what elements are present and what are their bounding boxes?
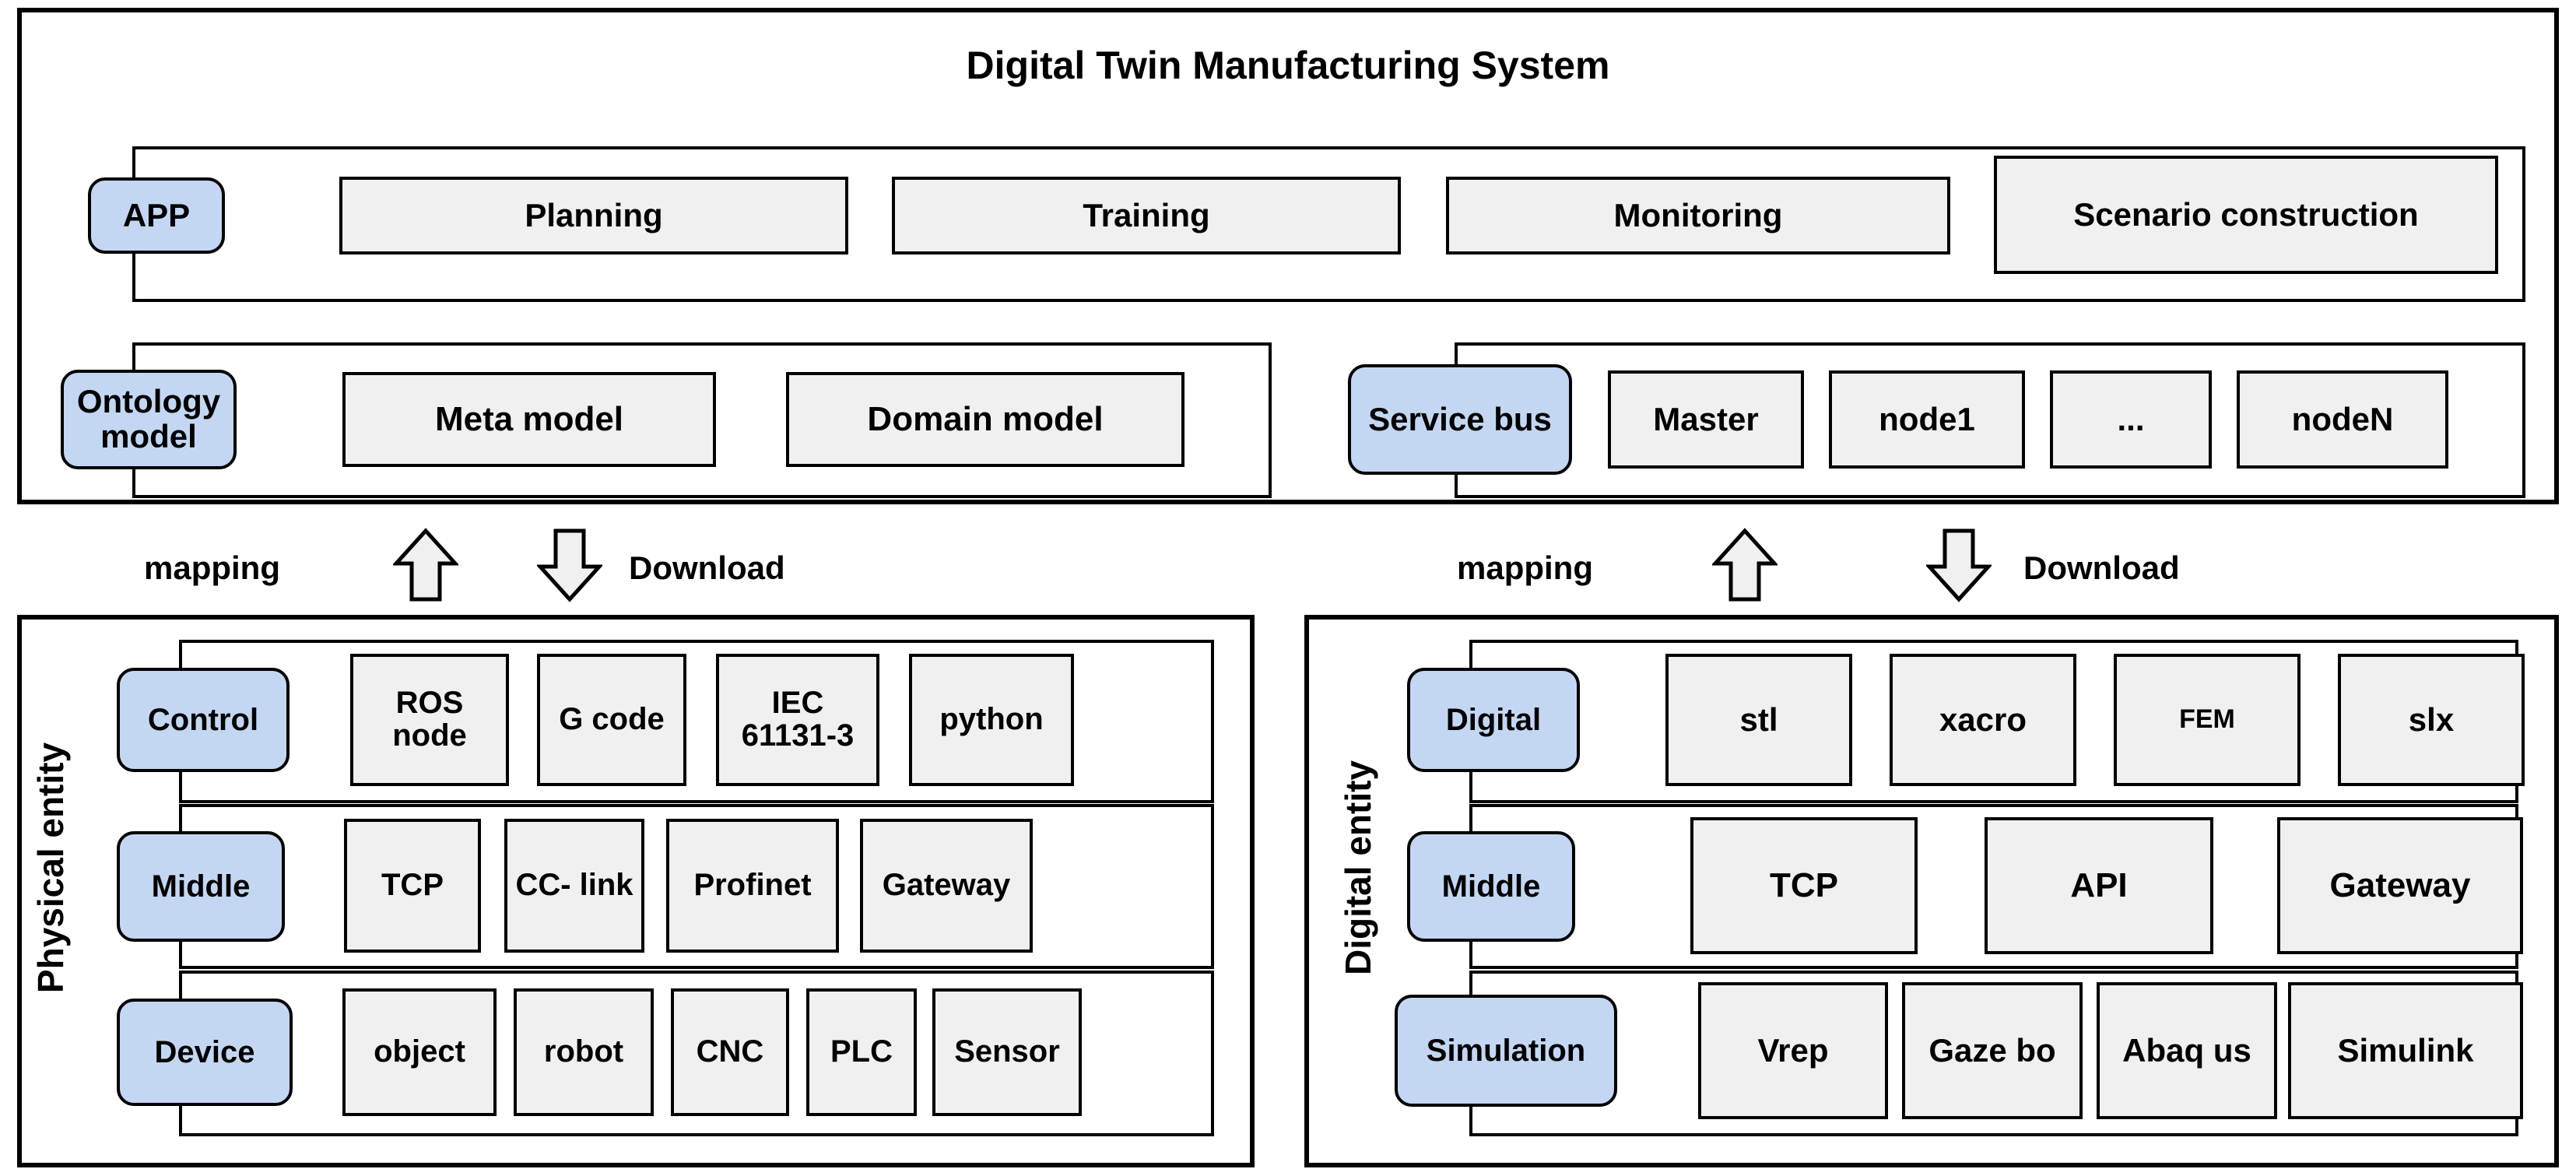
node-plc[interactable]: PLC [806, 988, 917, 1116]
tag-middle-physical[interactable]: Middle [117, 831, 285, 942]
node-ellipsis: ... [2050, 370, 2212, 469]
tag-app[interactable]: APP [88, 177, 225, 254]
tag-simulation[interactable]: Simulation [1395, 995, 1617, 1107]
node-fem[interactable]: FEM [2114, 654, 2301, 786]
node-gateway-physical[interactable]: Gateway [860, 819, 1033, 953]
tag-control[interactable]: Control [117, 668, 290, 772]
node-abaqus[interactable]: Abaq us [2097, 982, 2277, 1119]
node-simulink[interactable]: Simulink [2288, 982, 2523, 1119]
node-robot[interactable]: robot [514, 988, 654, 1116]
node-tcp-physical[interactable]: TCP [344, 819, 481, 953]
node-g-code[interactable]: G code [537, 654, 686, 786]
right-download-label: Download [2023, 549, 2180, 586]
node-slx[interactable]: slx [2338, 654, 2525, 786]
node-object[interactable]: object [342, 988, 497, 1116]
node-monitoring[interactable]: Monitoring [1446, 177, 1950, 255]
tag-middle-digital[interactable]: Middle [1407, 831, 1575, 942]
node-ros-node[interactable]: ROS node [350, 654, 509, 786]
tag-device[interactable]: Device [117, 999, 293, 1106]
right-mapping-label: mapping [1457, 549, 1593, 586]
node-xacro[interactable]: xacro [1890, 654, 2076, 786]
physical-entity-caption: Physical entity [30, 742, 71, 994]
node-cc-link[interactable]: CC- link [504, 819, 644, 953]
left-down-arrow-icon [535, 528, 604, 602]
node-planning[interactable]: Planning [339, 177, 848, 255]
node-meta-model[interactable]: Meta model [342, 372, 716, 467]
node-stl[interactable]: stl [1665, 654, 1852, 786]
node-vrep[interactable]: Vrep [1698, 982, 1888, 1119]
node-gazebo[interactable]: Gaze bo [1902, 982, 2083, 1119]
node-gateway-digital[interactable]: Gateway [2277, 817, 2523, 954]
node-sensor[interactable]: Sensor [932, 988, 1082, 1116]
page-title: Digital Twin Manufacturing System [966, 44, 1610, 87]
node-profinet[interactable]: Profinet [666, 819, 839, 953]
node-node1[interactable]: node1 [1829, 370, 2025, 469]
node-nodeN[interactable]: nodeN [2237, 370, 2448, 469]
node-master[interactable]: Master [1608, 370, 1804, 469]
digital-entity-caption: Digital entity [1338, 760, 1378, 976]
tag-service-bus[interactable]: Service bus [1348, 364, 1572, 475]
tag-digital[interactable]: Digital [1407, 668, 1580, 772]
node-training[interactable]: Training [892, 177, 1401, 255]
left-download-label: Download [629, 549, 785, 586]
left-up-arrow-icon [391, 528, 460, 602]
node-api[interactable]: API [1985, 817, 2213, 954]
node-domain-model[interactable]: Domain model [786, 372, 1184, 467]
node-iec-61131-3[interactable]: IEC 61131-3 [716, 654, 879, 786]
left-mapping-label: mapping [144, 549, 280, 586]
node-tcp-digital[interactable]: TCP [1690, 817, 1918, 954]
node-cnc[interactable]: CNC [671, 988, 789, 1116]
node-scenario-construction[interactable]: Scenario construction [1994, 156, 2498, 274]
node-python[interactable]: python [909, 654, 1074, 786]
tag-ontology-model[interactable]: Ontology model [61, 370, 237, 469]
right-down-arrow-icon [1925, 528, 1993, 602]
right-up-arrow-icon [1711, 528, 1779, 602]
